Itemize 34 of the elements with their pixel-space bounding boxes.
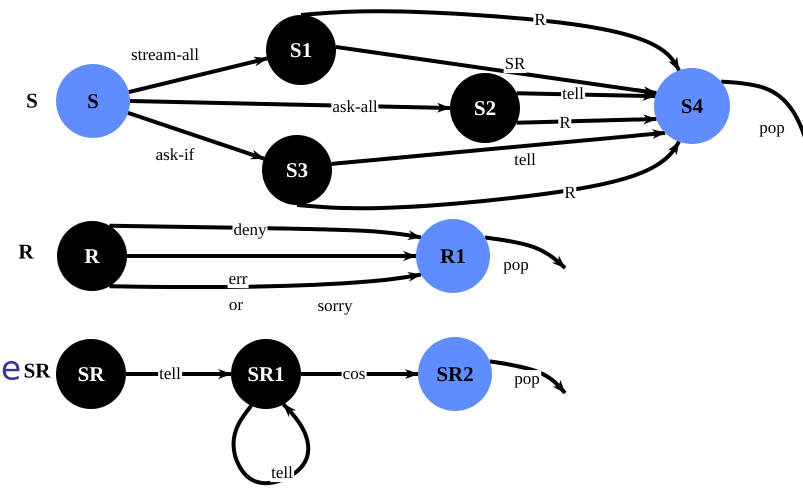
edge-label: pop (513, 370, 541, 388)
arrow (232, 402, 310, 486)
edge-label: tell (270, 464, 294, 482)
machine-name: S (26, 88, 38, 114)
arrow (128, 56, 268, 94)
machine-name: R (18, 240, 34, 264)
state-name: S4 (680, 94, 704, 118)
arrow (300, 9, 681, 72)
text-fragment: e (0, 348, 22, 388)
arrow (484, 236, 566, 270)
arrow (489, 359, 566, 394)
arrow (296, 140, 681, 210)
arrow (331, 129, 666, 166)
state-name: SR1 (247, 362, 285, 386)
state-name: S1 (290, 38, 312, 62)
arrow (127, 251, 417, 261)
arrow (126, 369, 232, 379)
state-name: SR (78, 362, 104, 386)
arrow (109, 272, 422, 290)
arrow (336, 44, 658, 96)
state-name: R1 (440, 244, 466, 268)
state-name: S (87, 88, 99, 114)
state-name: SR2 (436, 362, 474, 386)
note: or (228, 295, 244, 315)
edge-label: deny (232, 221, 268, 239)
arrow (516, 114, 658, 125)
state-name: R (84, 244, 100, 268)
arrow (109, 224, 422, 240)
state-name: S2 (474, 96, 496, 120)
arrow (127, 110, 265, 160)
arrow (516, 90, 656, 101)
edge-label: SR (504, 55, 526, 73)
state-name: S3 (286, 158, 308, 182)
machine-name: SR (24, 358, 50, 384)
